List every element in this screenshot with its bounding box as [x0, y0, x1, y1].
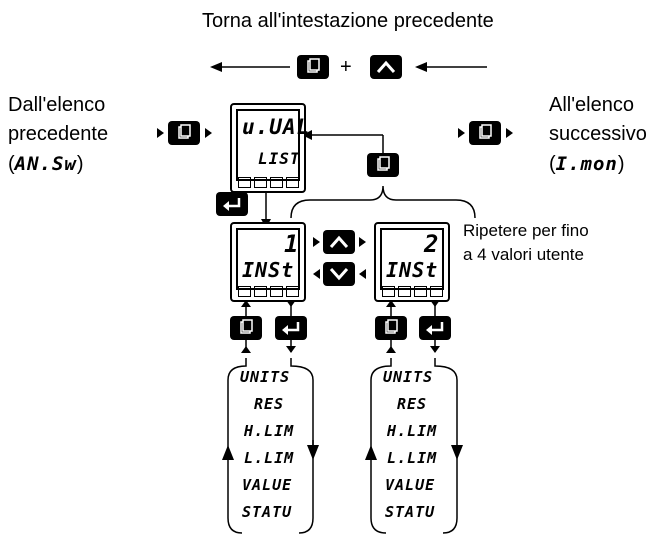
prev-list-label-1: Dall'elenco — [8, 94, 106, 116]
arrow-right-icon — [359, 237, 366, 247]
next-list-label-1: All'elenco — [549, 94, 634, 116]
page-key-icon — [367, 153, 399, 177]
arrow-left-icon — [359, 269, 366, 279]
arrow-up-icon — [386, 346, 396, 353]
list-item: VALUE — [242, 476, 293, 494]
list-item: RES — [397, 395, 428, 413]
page-key-icon — [297, 55, 329, 79]
prev-list-label-2: precedente — [8, 123, 109, 145]
arrow-down-icon — [430, 346, 440, 353]
display-inst-2-top: 2 — [424, 230, 440, 258]
page-key-icon — [469, 121, 501, 145]
display-inst-1-top: 1 — [284, 230, 300, 258]
enter-key-icon — [419, 316, 451, 340]
display-main: u.UAL LIST — [230, 103, 309, 193]
arrow-right-icon — [458, 128, 465, 138]
list-item: L.LIM — [244, 449, 295, 467]
arrow-up-icon — [241, 346, 251, 353]
enter-key-icon — [216, 192, 248, 216]
header-title: Torna all'intestazione precedente — [202, 10, 494, 32]
display-inst-2-bottom: INSt — [386, 258, 439, 282]
plus-sign: + — [340, 56, 352, 78]
list-item: RES — [254, 395, 285, 413]
list-item: L.LIM — [387, 449, 438, 467]
prev-list-code: (AN.Sw) — [8, 153, 84, 175]
arrow-down-icon — [430, 300, 440, 307]
list-item: UNITS — [383, 368, 434, 386]
page-key-icon — [230, 316, 262, 340]
next-list-label-2: successivo — [549, 123, 647, 145]
page-key-icon — [375, 316, 407, 340]
up-key-icon — [370, 55, 402, 79]
list-item: STATU — [385, 503, 436, 521]
repeat-note-2: a 4 valori utente — [463, 245, 584, 264]
display-inst-1-bottom: INSt — [242, 258, 295, 282]
down-key-icon — [323, 262, 355, 286]
display-inst-1: 1 INSt — [230, 222, 306, 302]
repeat-note-1: Ripetere per fino — [463, 221, 589, 240]
list-item: STATU — [242, 503, 293, 521]
display-main-bottom: LIST — [258, 149, 301, 168]
arrow-up-icon — [386, 300, 396, 307]
arrow-down-icon — [286, 346, 296, 353]
list-item: H.LIM — [244, 422, 295, 440]
arrow-left-icon — [313, 269, 320, 279]
list-item: UNITS — [240, 368, 291, 386]
list-item: H.LIM — [387, 422, 438, 440]
display-main-top: u.UAL — [242, 115, 311, 139]
display-inst-2: 2 INSt — [374, 222, 450, 302]
arrow-right-icon — [205, 128, 212, 138]
arrow-up-icon — [241, 300, 251, 307]
page-key-icon — [168, 121, 200, 145]
enter-key-icon — [275, 316, 307, 340]
arrow-right-icon — [157, 128, 164, 138]
next-list-code: (I.mon) — [549, 153, 625, 175]
arrow-down-icon — [286, 300, 296, 307]
arrow-right-icon — [313, 237, 320, 247]
arrow-right-icon — [506, 128, 513, 138]
up-key-icon — [323, 230, 355, 254]
list-item: VALUE — [385, 476, 436, 494]
